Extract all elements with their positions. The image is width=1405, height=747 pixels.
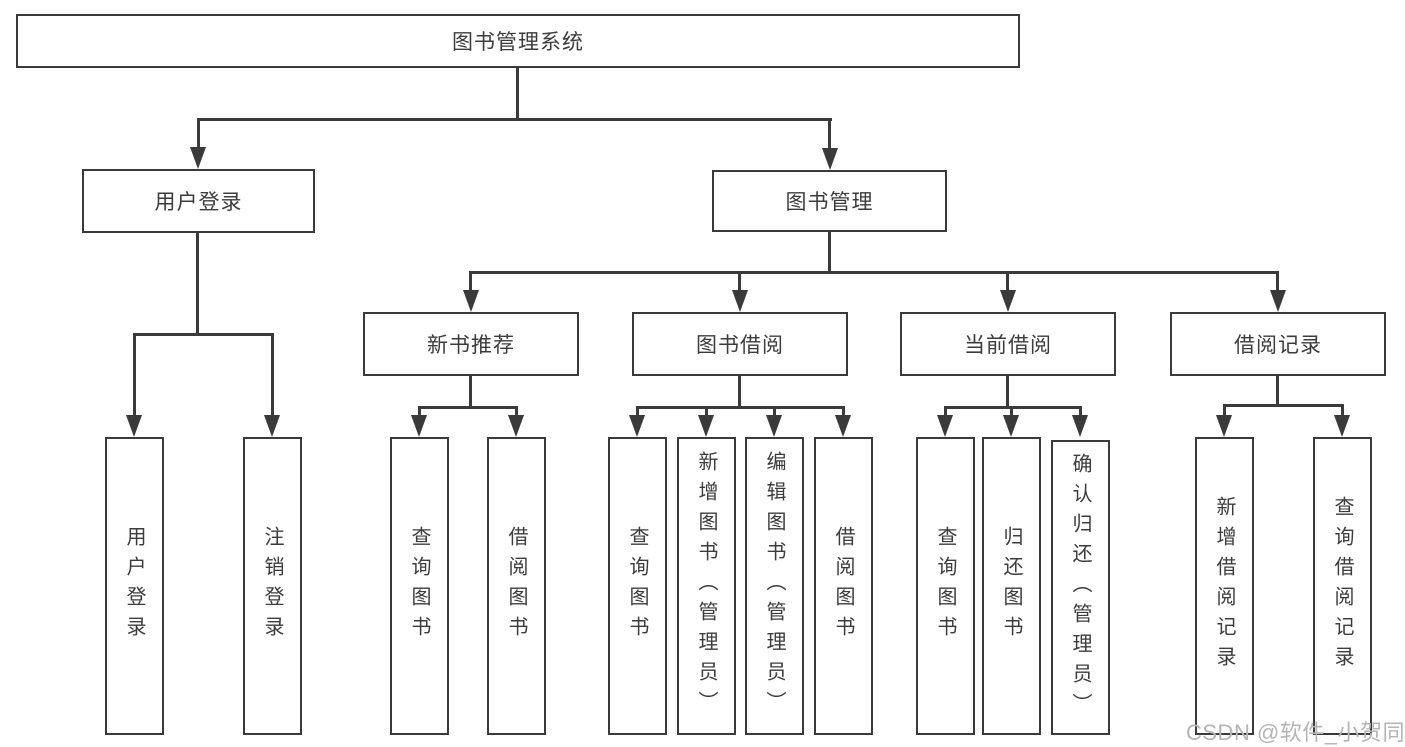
- leaf-logout-label: 注销登录: [261, 526, 283, 646]
- connector-drop-nb-query: [418, 406, 421, 418]
- connector-level3-bus: [469, 271, 1279, 274]
- connector-drop-bb-query: [636, 406, 639, 418]
- leaf-borrowrecord-query-label: 查询借阅记录: [1331, 496, 1353, 676]
- arrowhead-borrowrecord: [1270, 290, 1286, 312]
- leaf-bookborrow-edit: 编辑图书（管理员）: [745, 437, 804, 735]
- leaf-user-login: 用户登录: [105, 437, 164, 735]
- connector-drop-br-add: [1223, 404, 1226, 418]
- connector-drop-bb-borrow: [842, 406, 845, 418]
- node-book-borrow-label: 图书借阅: [696, 334, 784, 357]
- arrowhead-leaf-login: [126, 415, 142, 437]
- node-book-management-label: 图书管理: [785, 191, 874, 214]
- connector-drop-nb-borrow: [515, 406, 518, 418]
- leaf-newbook-query: 查询图书: [390, 437, 449, 735]
- arrowhead-bb-edit: [766, 415, 782, 437]
- leaf-borrowrecord-query: 查询借阅记录: [1313, 437, 1372, 735]
- arrowhead-bookborrow: [732, 290, 748, 312]
- node-root: 图书管理系统: [16, 14, 1020, 68]
- arrowhead-cb-return: [1003, 415, 1019, 437]
- connector-drop-userlogin: [197, 118, 200, 150]
- node-user-login-label: 用户登录: [154, 191, 243, 214]
- connector-borrowrecord-bus: [1223, 404, 1344, 407]
- connector-newbook-bus: [418, 406, 518, 409]
- leaf-bookborrow-edit-label: 编辑图书（管理员）: [763, 451, 785, 721]
- connector-borrowrecord-stub: [1276, 376, 1279, 407]
- arrowhead-userlogin: [190, 147, 206, 169]
- arrowhead-nb-borrow: [508, 415, 524, 437]
- leaf-bookborrow-borrow: 借阅图书: [814, 437, 873, 735]
- arrowhead-bookmgmt: [822, 148, 838, 170]
- leaf-currentborrow-query: 查询图书: [916, 437, 975, 735]
- node-book-borrow: 图书借阅: [632, 312, 848, 376]
- connector-drop-cb-return: [1010, 406, 1013, 418]
- leaf-newbook-borrow-label: 借阅图书: [505, 526, 527, 646]
- leaf-currentborrow-query-label: 查询图书: [934, 526, 956, 646]
- arrowhead-nb-query: [411, 415, 427, 437]
- leaf-newbook-query-label: 查询图书: [408, 526, 430, 646]
- leaf-currentborrow-confirm: 确认归还（管理员）: [1051, 440, 1110, 735]
- connector-userlogin-stub: [196, 233, 199, 336]
- connector-drop-newbook: [469, 271, 472, 291]
- csdn-watermark: CSDN @软件_小贺同学: [1186, 720, 1405, 745]
- leaf-bookborrow-borrow-label: 借阅图书: [832, 526, 854, 646]
- leaf-borrowrecord-add-label: 新增借阅记录: [1213, 496, 1235, 676]
- node-user-login: 用户登录: [82, 169, 315, 233]
- leaf-newbook-borrow: 借阅图书: [487, 437, 546, 735]
- connector-userlogin-bus: [133, 333, 274, 336]
- connector-drop-currentborrow: [1006, 271, 1009, 291]
- connector-drop-cb-query: [944, 406, 947, 418]
- connector-drop-borrowrecord: [1276, 271, 1279, 291]
- node-new-book-recommend: 新书推荐: [363, 312, 579, 376]
- connector-newbook-stub: [469, 376, 472, 409]
- connector-level2-bus: [197, 118, 832, 121]
- arrowhead-br-add: [1216, 415, 1232, 437]
- arrowhead-leaf-logout: [264, 415, 280, 437]
- leaf-bookborrow-add-label: 新增图书（管理员）: [695, 451, 717, 721]
- leaf-bookborrow-query: 查询图书: [608, 437, 667, 735]
- node-current-borrow-label: 当前借阅: [964, 334, 1052, 357]
- arrowhead-bb-add: [698, 415, 714, 437]
- connector-currentborrow-bus: [944, 406, 1082, 409]
- arrowhead-newbook: [463, 290, 479, 312]
- leaf-currentborrow-return: 归还图书: [982, 437, 1041, 735]
- leaf-borrowrecord-add: 新增借阅记录: [1195, 437, 1254, 735]
- connector-drop-br-query: [1341, 404, 1344, 418]
- leaf-bookborrow-add: 新增图书（管理员）: [677, 437, 736, 735]
- leaf-user-login-label: 用户登录: [123, 526, 145, 646]
- connector-drop-bookborrow: [738, 271, 741, 291]
- arrowhead-br-query: [1334, 415, 1350, 437]
- node-current-borrow: 当前借阅: [900, 312, 1116, 376]
- node-new-book-recommend-label: 新书推荐: [427, 334, 515, 357]
- arrowhead-cb-confirm: [1072, 415, 1088, 437]
- arrowhead-bb-query: [629, 415, 645, 437]
- arrowhead-cb-query: [937, 415, 953, 437]
- connector-drop-leaf-logout: [271, 333, 274, 417]
- arrowhead-bb-borrow: [835, 415, 851, 437]
- connector-drop-bb-edit: [773, 406, 776, 418]
- connector-currentborrow-stub: [1006, 376, 1009, 409]
- connector-root-stub: [516, 66, 519, 121]
- connector-drop-leaf-login: [133, 333, 136, 417]
- connector-drop-cb-confirm: [1079, 406, 1082, 418]
- connector-drop-bookmgmt: [828, 118, 831, 150]
- connector-bookmgmt-stub: [828, 232, 831, 274]
- connector-bookborrow-stub: [738, 376, 741, 409]
- leaf-bookborrow-query-label: 查询图书: [626, 526, 648, 646]
- node-book-management: 图书管理: [712, 170, 947, 232]
- node-root-label: 图书管理系统: [452, 31, 584, 54]
- leaf-logout: 注销登录: [243, 437, 302, 735]
- connector-drop-bb-add: [705, 406, 708, 418]
- node-borrow-record: 借阅记录: [1170, 312, 1386, 376]
- leaf-currentborrow-confirm-label: 确认归还（管理员）: [1069, 452, 1091, 723]
- node-borrow-record-label: 借阅记录: [1234, 334, 1322, 357]
- arrowhead-currentborrow: [1000, 290, 1016, 312]
- leaf-currentborrow-return-label: 归还图书: [1000, 526, 1022, 646]
- connector-bookborrow-bus: [636, 406, 845, 409]
